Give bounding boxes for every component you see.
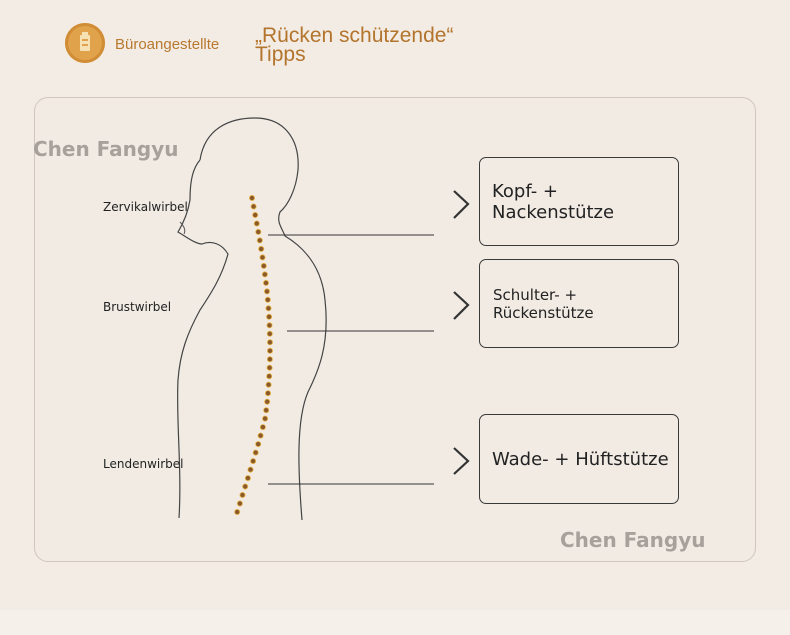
vertebra-dot bbox=[257, 432, 264, 439]
header: Büroangestellte „Rücken schützende“ Tipp… bbox=[0, 0, 790, 90]
title-line-2: Tipps bbox=[255, 43, 306, 66]
label-lumbar: Lendenwirbel bbox=[103, 457, 184, 471]
support-box-shoulder-back: Schulter- + Rückenstütze bbox=[479, 259, 679, 348]
vertebra-dot bbox=[264, 390, 271, 397]
face-mark bbox=[179, 221, 186, 235]
vertebra-dot bbox=[266, 373, 273, 380]
chevron-right-icon bbox=[453, 291, 470, 320]
vertebra-dot bbox=[266, 347, 273, 354]
vertebra-dot bbox=[259, 424, 266, 431]
vertebra-dot bbox=[252, 211, 259, 218]
vertebra-dot bbox=[266, 313, 273, 320]
chevron-right-icon bbox=[453, 447, 470, 475]
vertebra-dot bbox=[260, 262, 267, 269]
vertebra-dot bbox=[250, 203, 257, 210]
vertebra-dot bbox=[248, 194, 255, 201]
vertebra-dot bbox=[261, 271, 268, 278]
vertebra-dot bbox=[264, 398, 271, 405]
vertebra-dot bbox=[255, 441, 262, 448]
vertebra-dot bbox=[264, 296, 271, 303]
vertebra-dot bbox=[266, 356, 273, 363]
support-box-head-neck: Kopf- + Nackenstütze bbox=[479, 157, 679, 246]
watermark: Chen Fangyu bbox=[33, 137, 179, 161]
vertebra-dot bbox=[265, 381, 272, 388]
title-line-1: „Rücken schützende“ bbox=[255, 24, 454, 47]
vertebra-dot bbox=[266, 330, 273, 337]
vertebra-dot bbox=[244, 475, 251, 482]
vertebra-dot bbox=[247, 466, 254, 473]
vertebra-dot bbox=[234, 508, 241, 515]
vertebra-dot bbox=[262, 415, 269, 422]
vertebra-dot bbox=[236, 500, 243, 507]
vertebra-dot bbox=[262, 279, 269, 286]
vertebra-dot bbox=[250, 458, 257, 465]
support-label: Kopf- + Nackenstütze bbox=[492, 180, 615, 223]
vertebra-dot bbox=[266, 364, 273, 371]
vertebra-dot bbox=[252, 449, 259, 456]
vertebra-dot bbox=[239, 491, 246, 498]
vertebra-dot bbox=[266, 322, 273, 329]
vertebra-dot bbox=[266, 339, 273, 346]
support-label: Schulter- + Rückenstütze bbox=[493, 285, 594, 322]
label-cervical: Zervikalwirbel bbox=[103, 200, 188, 214]
vertebra-dot bbox=[242, 483, 249, 490]
spine bbox=[234, 194, 273, 515]
support-label: Wade- + Hüftstütze bbox=[492, 448, 669, 470]
watermark: Chen Fangyu bbox=[560, 528, 706, 552]
label-thoracic: Brustwirbel bbox=[103, 300, 172, 314]
vertebra-dot bbox=[253, 220, 260, 227]
vertebra-dot bbox=[259, 254, 266, 261]
logo bbox=[65, 23, 105, 63]
vertebra-dot bbox=[256, 237, 263, 244]
chevron-right-icon bbox=[453, 190, 470, 219]
vertebra-dot bbox=[263, 288, 270, 295]
page-title: „Rücken schützende“ Tipps bbox=[255, 24, 495, 66]
body-outline-front bbox=[176, 159, 229, 519]
support-box-calf-hip: Wade- + Hüftstütze bbox=[479, 414, 679, 504]
vertebra-dot bbox=[255, 228, 262, 235]
body-outline-back bbox=[199, 117, 327, 521]
vertebra-dot bbox=[263, 407, 270, 414]
vertebra-dot bbox=[258, 245, 265, 252]
vertebra-dot bbox=[265, 305, 272, 312]
bottom-band bbox=[0, 610, 790, 635]
brand-name: Büroangestellte bbox=[115, 36, 220, 53]
